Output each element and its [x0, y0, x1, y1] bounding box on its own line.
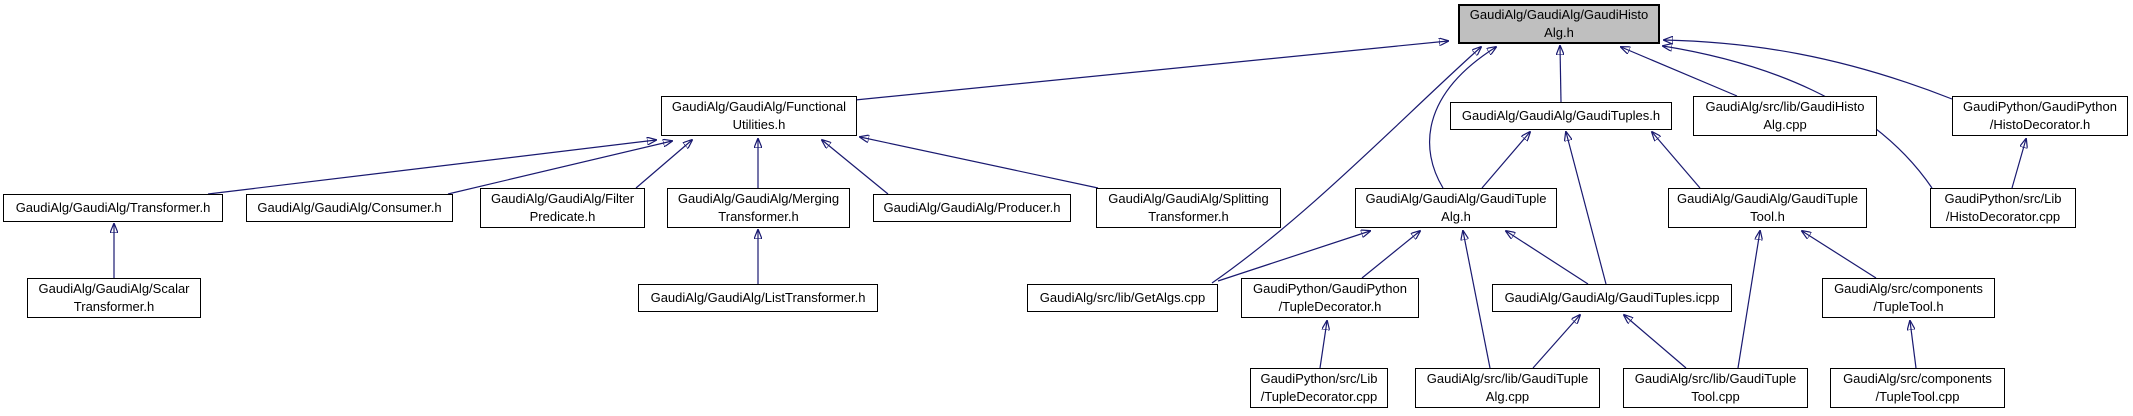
node-gaudi-histo-alg-cpp[interactable]: GaudiAlg/src/lib/GaudiHisto Alg.cpp [1693, 96, 1877, 136]
edge-histodecoratorcpp-to-histodecoratorh [2011, 139, 2026, 189]
node-splitting-transformer-h[interactable]: GaudiAlg/GaudiAlg/Splitting Transformer.… [1096, 188, 1281, 228]
edge-histodecoratorcpp-to-root [1663, 46, 1933, 189]
edge-getalgs-to-gaudituplealg [1217, 231, 1370, 282]
edge-tupledecoratorh-to-gaudituplealg [1361, 231, 1420, 279]
node-get-algs-cpp[interactable]: GaudiAlg/src/lib/GetAlgs.cpp [1027, 284, 1218, 312]
node-gaudi-tuples-h[interactable]: GaudiAlg/GaudiAlg/GaudiTuples.h [1450, 102, 1672, 130]
node-list-transformer-h[interactable]: GaudiAlg/GaudiAlg/ListTransformer.h [638, 284, 878, 312]
node-gaudi-tuples-icpp[interactable]: GaudiAlg/GaudiAlg/GaudiTuples.icpp [1492, 284, 1732, 312]
edge-gaudituupletoolh-to-gaudituples [1652, 132, 1701, 189]
node-functional-utilities-h[interactable]: GaudiAlg/GaudiAlg/Functional Utilities.h [661, 96, 857, 136]
edge-histodecoratorh-to-root [1664, 40, 1953, 100]
node-consumer-h[interactable]: GaudiAlg/GaudiAlg/Consumer.h [246, 194, 453, 222]
edge-gaudituples-to-root [1560, 46, 1561, 103]
edge-gaudituplesicpp-to-gaudituples [1566, 132, 1607, 285]
edge-gaudituplealgcpp-to-gaudituplesicpp [1532, 315, 1580, 369]
edge-producer-to-functional [822, 140, 889, 195]
edge-functional-utilities-to-root [854, 41, 1448, 101]
node-transformer-h[interactable]: GaudiAlg/GaudiAlg/Transformer.h [3, 194, 223, 222]
edge-componentstupletoolcpp-to-componentstupletoolh [1910, 321, 1917, 369]
node-gaudi-tuple-alg-h[interactable]: GaudiAlg/GaudiAlg/GaudiTuple Alg.h [1355, 188, 1557, 228]
edge-gaudihistoalgcpp-to-root [1621, 47, 1738, 97]
node-gaudi-tuple-tool-h[interactable]: GaudiAlg/GaudiAlg/GaudiTuple Tool.h [1668, 188, 1867, 228]
edge-gaudituplealgcpp-to-gaudituplealg [1463, 231, 1491, 369]
node-scalar-transformer-h[interactable]: GaudiAlg/GaudiAlg/Scalar Transformer.h [27, 278, 201, 318]
node-histo-decorator-cpp[interactable]: GaudiPython/src/Lib /HistoDecorator.cpp [1930, 188, 2076, 228]
edge-getalgs-to-root [1211, 47, 1481, 284]
node-components-tuple-tool-cpp[interactable]: GaudiAlg/src/components /TupleTool.cpp [1830, 368, 2005, 408]
edge-transformer-to-functional [207, 140, 656, 195]
node-filter-predicate-h[interactable]: GaudiAlg/GaudiAlg/Filter Predicate.h [480, 188, 645, 228]
edge-splittingtransformer-to-functional [860, 137, 1099, 189]
node-gaudi-histo-alg-h[interactable]: GaudiAlg/GaudiAlg/GaudiHisto Alg.h [1458, 4, 1660, 44]
node-gaudi-tuple-alg-cpp[interactable]: GaudiAlg/src/lib/GaudiTuple Alg.cpp [1415, 368, 1600, 408]
edge-filterpredicate-to-functional [635, 140, 692, 189]
edge-gaudituplealg-to-root [1428, 47, 1496, 189]
edge-gaudituupletoolcpp-to-gaudituplesicpp [1624, 315, 1687, 369]
edge-gaudituplesicpp-to-gaudituplealg [1506, 231, 1589, 285]
edge-componentstupletoolh-to-gaudituupletoolh [1802, 231, 1877, 279]
edge-gaudituplealg-to-gaudituples [1481, 132, 1530, 189]
node-tuple-decorator-h[interactable]: GaudiPython/GaudiPython /TupleDecorator.… [1241, 278, 1419, 318]
node-producer-h[interactable]: GaudiAlg/GaudiAlg/Producer.h [873, 194, 1071, 222]
edge-gaudituupletoolcpp-to-gaudituupletoolh [1737, 231, 1760, 369]
node-components-tuple-tool-h[interactable]: GaudiAlg/src/components /TupleTool.h [1822, 278, 1995, 318]
edge-tupledecoratorcpp-to-tupledecoratorh [1319, 321, 1327, 369]
node-merging-transformer-h[interactable]: GaudiAlg/GaudiAlg/Merging Transformer.h [667, 188, 850, 228]
node-histo-decorator-h[interactable]: GaudiPython/GaudiPython /HistoDecorator.… [1952, 96, 2128, 136]
node-tuple-decorator-cpp[interactable]: GaudiPython/src/Lib /TupleDecorator.cpp [1250, 368, 1388, 408]
node-gaudi-tuple-tool-cpp[interactable]: GaudiAlg/src/lib/GaudiTuple Tool.cpp [1623, 368, 1808, 408]
edge-consumer-to-functional [447, 141, 672, 195]
